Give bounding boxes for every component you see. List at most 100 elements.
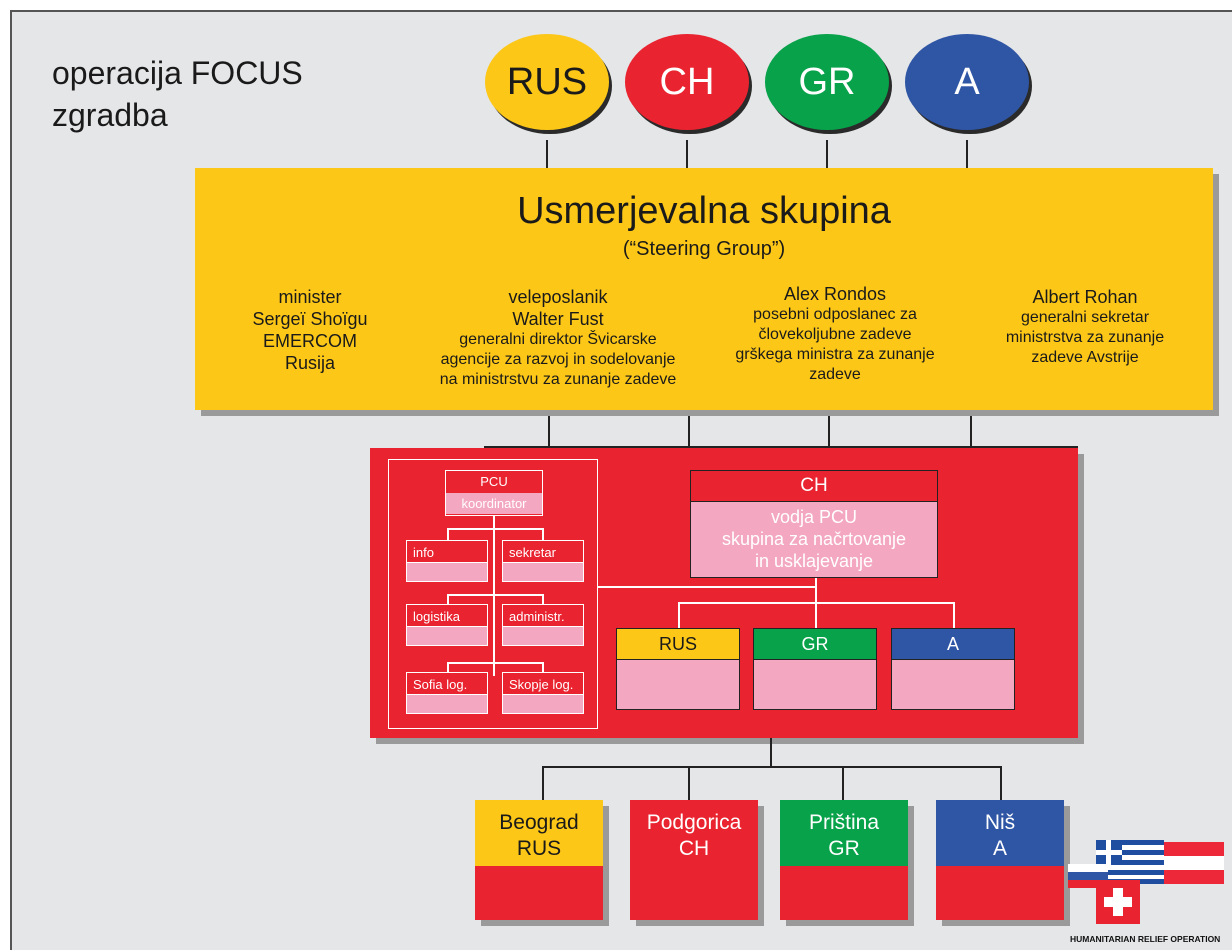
member-name: Alex Rondos xyxy=(783,284,887,304)
oval-label: RUS xyxy=(506,60,588,103)
ch-branch xyxy=(953,602,955,628)
member-desc: generalni sekretar ministrstva za zunanj… xyxy=(1005,309,1165,366)
tree-branch xyxy=(542,528,544,540)
member-switzerland: veleposlanik Walter Fust generalni direk… xyxy=(413,286,703,390)
tree-branch xyxy=(447,594,543,596)
base-connector xyxy=(842,766,844,800)
pcu-role: koordinator xyxy=(446,493,542,514)
swiss-flag xyxy=(1096,880,1140,924)
base-connector xyxy=(542,766,544,800)
pcu-link xyxy=(598,586,816,588)
unit-label: Sofia log. xyxy=(413,677,468,692)
unit-a-label: A xyxy=(892,629,1014,660)
tree-branch xyxy=(542,594,544,604)
footer-caption: HUMANITARIAN RELIEF OPERATION xyxy=(1070,934,1221,944)
base-body xyxy=(630,866,758,920)
tree-branch xyxy=(447,528,449,540)
unit-body xyxy=(407,562,487,581)
base-pristina: Priština GR xyxy=(780,800,908,920)
ch-link xyxy=(815,578,817,602)
oval-label: GR xyxy=(798,60,856,103)
unit-body xyxy=(503,626,583,645)
base-body xyxy=(936,866,1064,920)
member-name: veleposlanik Walter Fust xyxy=(508,287,608,329)
steering-group-title: Usmerjevalna skupina xyxy=(517,190,891,232)
base-bar xyxy=(542,766,1002,768)
member-russia: minister Sergeï Shoïgu EMERCOM Rusija xyxy=(225,286,395,374)
unit-body xyxy=(503,694,583,713)
base-connector xyxy=(688,766,690,800)
country-oval-ch: CH xyxy=(625,34,749,130)
base-connector xyxy=(1000,766,1002,800)
russia-flag xyxy=(1068,864,1108,888)
unit-label: logistika xyxy=(413,609,460,624)
pcu-coordinator-box: PCU koordinator xyxy=(445,470,543,516)
base-label: Podgorica CH xyxy=(646,811,742,860)
unit-label: Skopje log. xyxy=(509,677,574,692)
tree-branch xyxy=(447,662,449,672)
tree-branch xyxy=(542,662,544,672)
connector xyxy=(548,416,550,448)
unit-body xyxy=(407,626,487,645)
tree-branch xyxy=(447,662,543,664)
unit-label: sekretar xyxy=(509,545,556,560)
base-nis: Niš A xyxy=(936,800,1064,920)
connector-rus xyxy=(546,140,548,168)
ch-unit-box: CH vodja PCU skupina za načrtovanje in u… xyxy=(690,470,938,578)
unit-gr-label: GR xyxy=(754,629,876,660)
unit-label: info xyxy=(413,545,434,560)
country-oval-rus: RUS xyxy=(485,34,609,130)
base-connector xyxy=(770,738,772,766)
member-name: Albert Rohan xyxy=(1032,287,1138,307)
member-austria: Albert Rohan generalni sekretar ministrs… xyxy=(985,286,1185,368)
title-line-2: zgradba xyxy=(52,97,168,133)
tree-branch xyxy=(447,528,543,530)
unit-skopje-log: Skopje log. xyxy=(502,672,584,714)
member-name: minister Sergeï Shoïgu EMERCOM Rusija xyxy=(252,287,368,373)
connector-a xyxy=(966,140,968,168)
base-beograd: Beograd RUS xyxy=(475,800,603,920)
unit-gr: GR xyxy=(753,628,877,710)
unit-administr: administr. xyxy=(502,604,584,646)
pcu-title: PCU xyxy=(446,471,542,493)
connector xyxy=(970,416,972,448)
tree-trunk xyxy=(493,516,495,676)
unit-body xyxy=(503,562,583,581)
steering-group-subtitle: (“Steering Group”) xyxy=(622,238,786,260)
member-desc: generalni direktor Švicarske agencije za… xyxy=(439,331,677,388)
ch-unit-body: vodja PCU skupina za načrtovanje in uskl… xyxy=(721,507,907,571)
connector-ch xyxy=(686,140,688,168)
unit-a: A xyxy=(891,628,1015,710)
unit-label: administr. xyxy=(509,609,565,624)
base-label: Beograd RUS xyxy=(499,811,579,860)
flags-logo-icon xyxy=(1068,840,1224,924)
ch-branch xyxy=(678,602,680,628)
unit-rus-label: RUS xyxy=(617,629,739,660)
ch-branch xyxy=(815,602,817,628)
country-oval-gr: GR xyxy=(765,34,889,130)
connector-gr xyxy=(826,140,828,168)
title-line-1: operacija FOCUS xyxy=(52,55,303,91)
connector xyxy=(688,416,690,448)
unit-info: info xyxy=(406,540,488,582)
unit-body xyxy=(407,694,487,713)
connector xyxy=(828,416,830,448)
ch-unit-title: CH xyxy=(691,471,937,502)
base-label: Niš A xyxy=(984,811,1016,860)
oval-label: A xyxy=(954,60,980,103)
pcu-org-frame xyxy=(388,459,598,729)
member-desc: posebni odposlanec za človekoljubne zade… xyxy=(735,306,935,383)
connector-bar xyxy=(484,446,1078,448)
unit-rus: RUS xyxy=(616,628,740,710)
unit-logistika: logistika xyxy=(406,604,488,646)
base-label: Priština GR xyxy=(808,811,880,860)
base-body xyxy=(780,866,908,920)
tree-branch xyxy=(447,594,449,604)
oval-label: CH xyxy=(659,60,715,103)
unit-sekretar: sekretar xyxy=(502,540,584,582)
page-title: operacija FOCUS zgradba xyxy=(52,52,303,136)
steering-group-box: Usmerjevalna skupina (“Steering Group”) … xyxy=(195,168,1213,410)
unit-sofia-log: Sofia log. xyxy=(406,672,488,714)
base-body xyxy=(475,866,603,920)
base-podgorica: Podgorica CH xyxy=(630,800,758,920)
